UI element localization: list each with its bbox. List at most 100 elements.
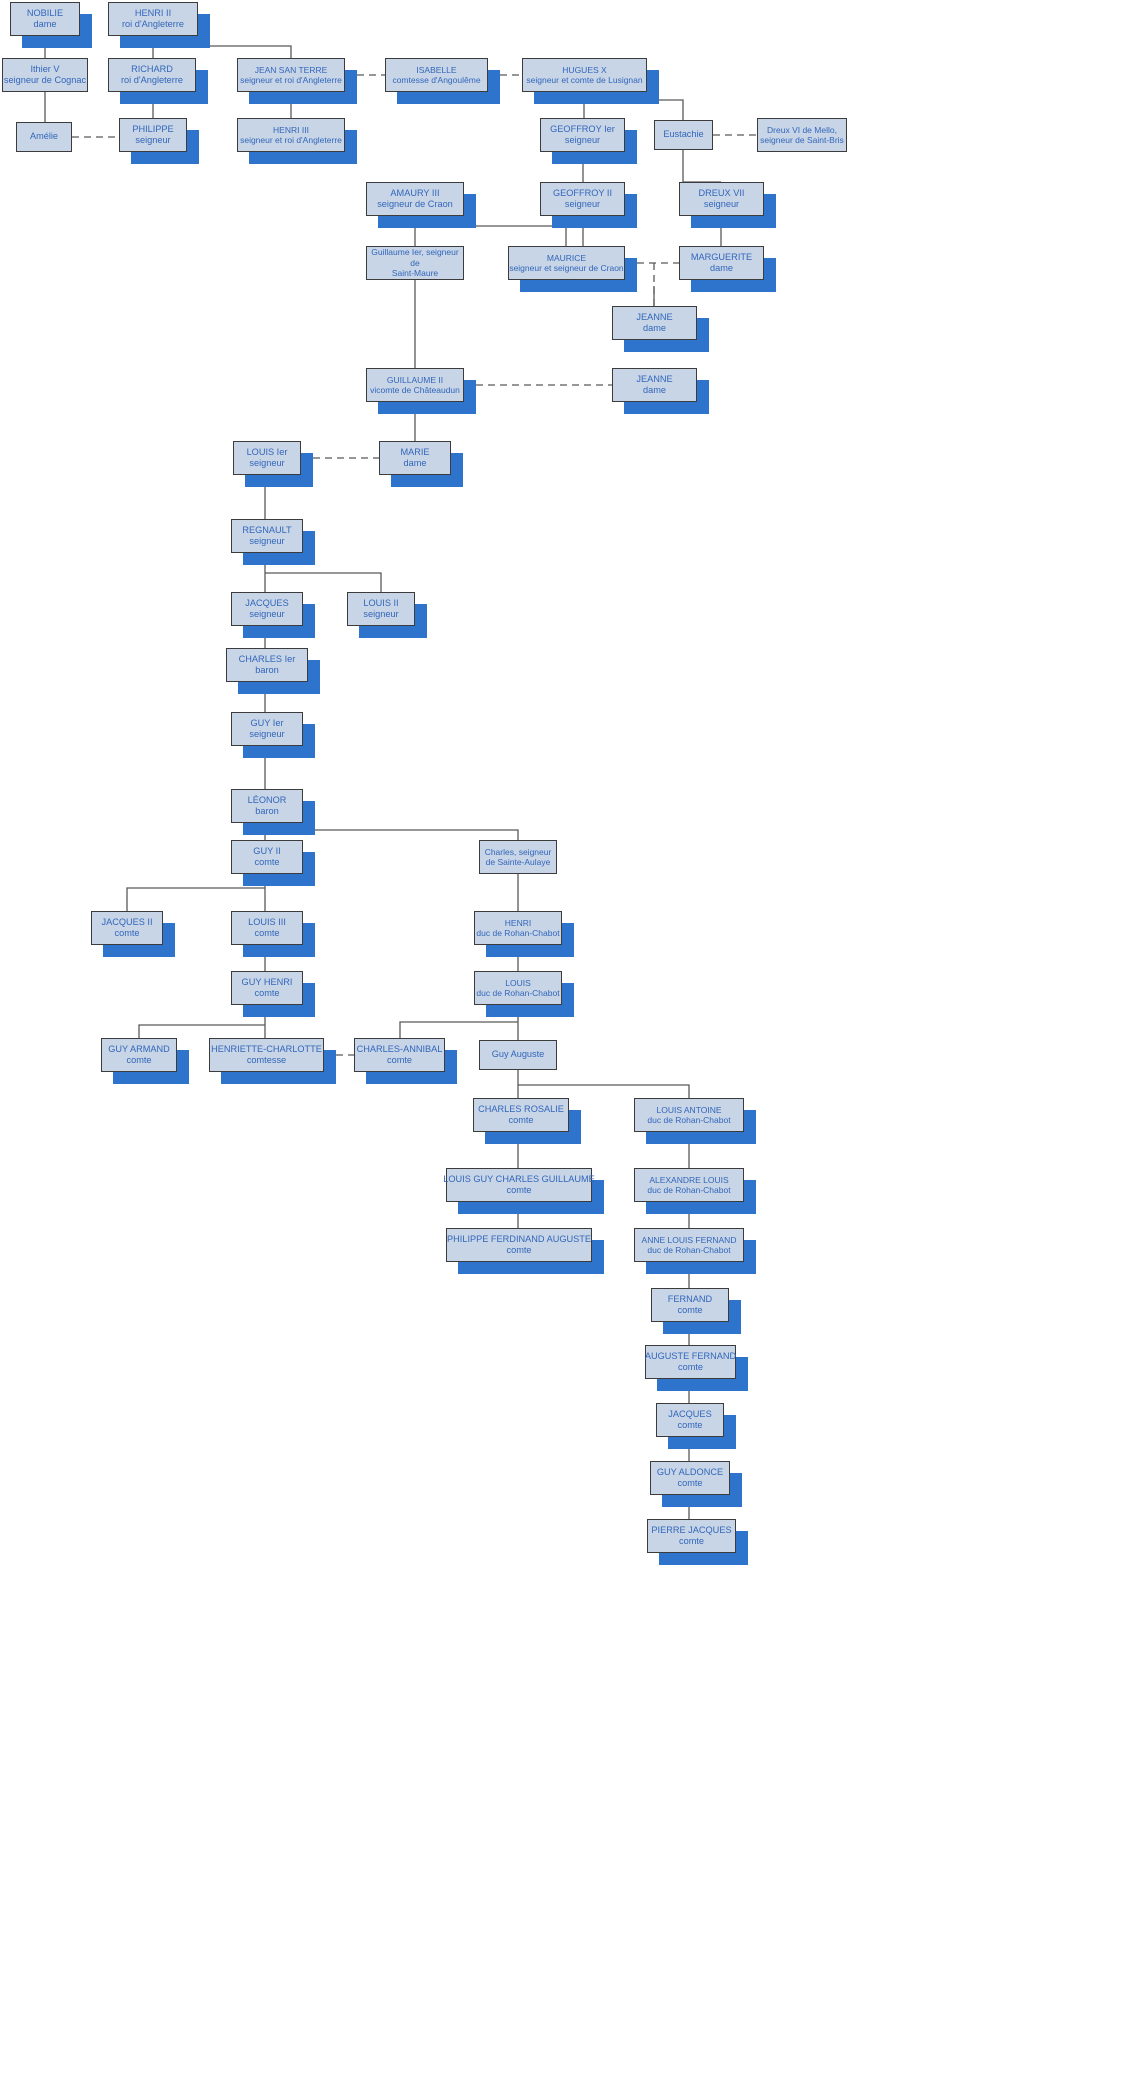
person-name: Dreux VI de Mello,: [767, 124, 837, 135]
person-title: baron: [255, 806, 279, 816]
person-title: baron: [255, 665, 279, 675]
person-title: comte: [254, 928, 280, 938]
person-name: CHARLES Ier: [238, 653, 296, 664]
person-name: CHARLES ROSALIE: [478, 1103, 564, 1114]
person-name: AMAURY III: [390, 187, 440, 198]
person-title: comte: [254, 988, 280, 998]
person-name: LÉONOR: [247, 794, 287, 805]
person-name: HENRI III: [273, 124, 309, 135]
person-node-guyauguste[interactable]: Guy Auguste: [479, 1040, 557, 1070]
person-name: GUY ARMAND: [108, 1043, 170, 1054]
person-title: comte: [254, 857, 280, 867]
person-node-amelie[interactable]: Amélie: [16, 122, 72, 152]
person-name: JACQUES: [245, 597, 289, 608]
person-name: JEANNE: [636, 311, 673, 322]
person-name: HENRI II: [134, 7, 172, 18]
person-title: dame: [643, 385, 666, 395]
person-name: Guillaume Ier, seigneur de: [371, 247, 459, 268]
person-title: seigneur: [135, 135, 171, 145]
person-title: seigneur: [249, 458, 285, 468]
person-name: LOUIS GUY CHARLES GUILLAUME: [443, 1173, 595, 1184]
person-name: MAURICE: [546, 252, 587, 263]
person-name: LOUIS ANTOINE: [656, 1104, 722, 1115]
person-name: MARIE: [400, 446, 430, 457]
person-node-dreux6[interactable]: Dreux VI de Mello,seigneur de Saint-Bris: [757, 118, 847, 152]
person-title: seigneur: [703, 199, 740, 209]
person-title: seigneur et seigneur de Craon: [509, 263, 624, 273]
person-name: JEANNE: [636, 373, 673, 384]
person-title: Saint-Maure: [391, 268, 439, 279]
person-title: duc de Rohan-Chabot: [476, 988, 560, 998]
person-name: MARGUERITE: [690, 251, 753, 262]
person-name: HENRIETTE-CHARLOTTE: [211, 1043, 322, 1054]
person-name: GUY II: [253, 845, 281, 856]
person-name: GUILLAUME II: [386, 374, 444, 385]
person-name: Eustachie: [663, 129, 704, 140]
person-node-eustachie[interactable]: Eustachie: [654, 120, 713, 150]
person-name: PHILIPPE: [132, 123, 174, 134]
person-name: DREUX VII: [698, 187, 745, 198]
person-title: vicomte de Châteaudun: [370, 385, 460, 395]
person-name: JACQUES: [668, 1408, 712, 1419]
filiation-line: [415, 225, 567, 246]
person-name: REGNAULT: [242, 524, 292, 535]
filiation-line: [265, 572, 382, 592]
person-title: seigneur et roi d'Angleterre: [240, 75, 342, 85]
filiation-line: [682, 150, 721, 183]
person-name: HUGUES X: [562, 64, 607, 75]
person-name: AUGUSTE FERNAND: [644, 1350, 737, 1361]
person-name: GUY ALDONCE: [656, 1466, 724, 1477]
person-title: seigneur: [249, 729, 285, 739]
person-title: seigneur de Craon: [377, 199, 453, 209]
person-name: NOBILIE: [26, 7, 64, 18]
